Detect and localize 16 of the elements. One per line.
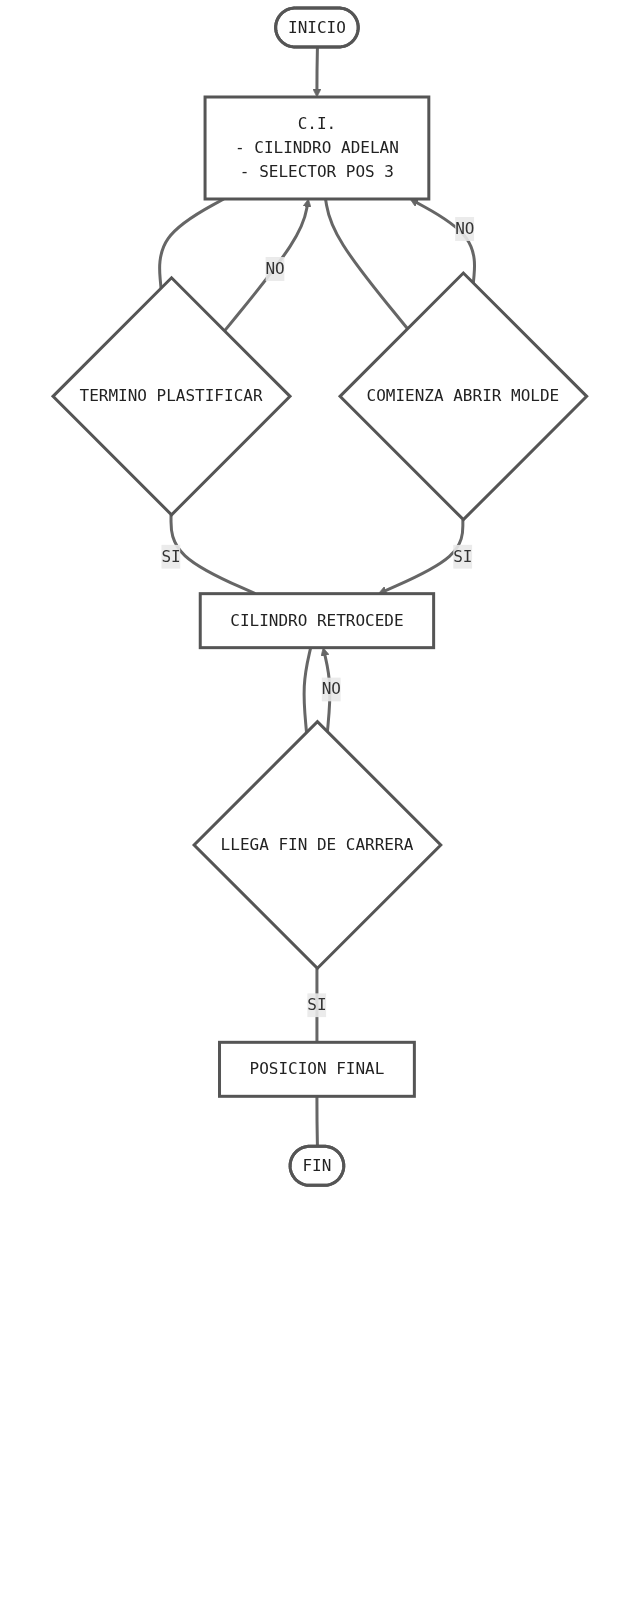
arrow (312, 47, 321, 98)
edge-label: NO (454, 218, 475, 238)
node-box: POSICION FINAL (217, 1040, 416, 1098)
node-box: CILINDRO RETROCEDE (198, 592, 435, 650)
node-box: C.I. - CILINDRO ADELAN - SELECTOR POS 3 (203, 95, 430, 201)
connector (315, 968, 319, 1043)
node-diamond: LLEGA FIN DE CARRERA (191, 719, 443, 971)
edge-label: NO (321, 679, 341, 699)
node-diamond: TERMINO PLASTIFICAR (50, 275, 292, 517)
connector (315, 1096, 319, 1147)
node-diamond: COMIENZA ABRIR MOLDE (337, 270, 589, 522)
edge-label: SI (161, 546, 181, 566)
edge-label: SI (306, 995, 327, 1015)
edge-label: NO (265, 259, 285, 279)
connector (302, 647, 312, 733)
edge-label: SI (452, 546, 473, 566)
